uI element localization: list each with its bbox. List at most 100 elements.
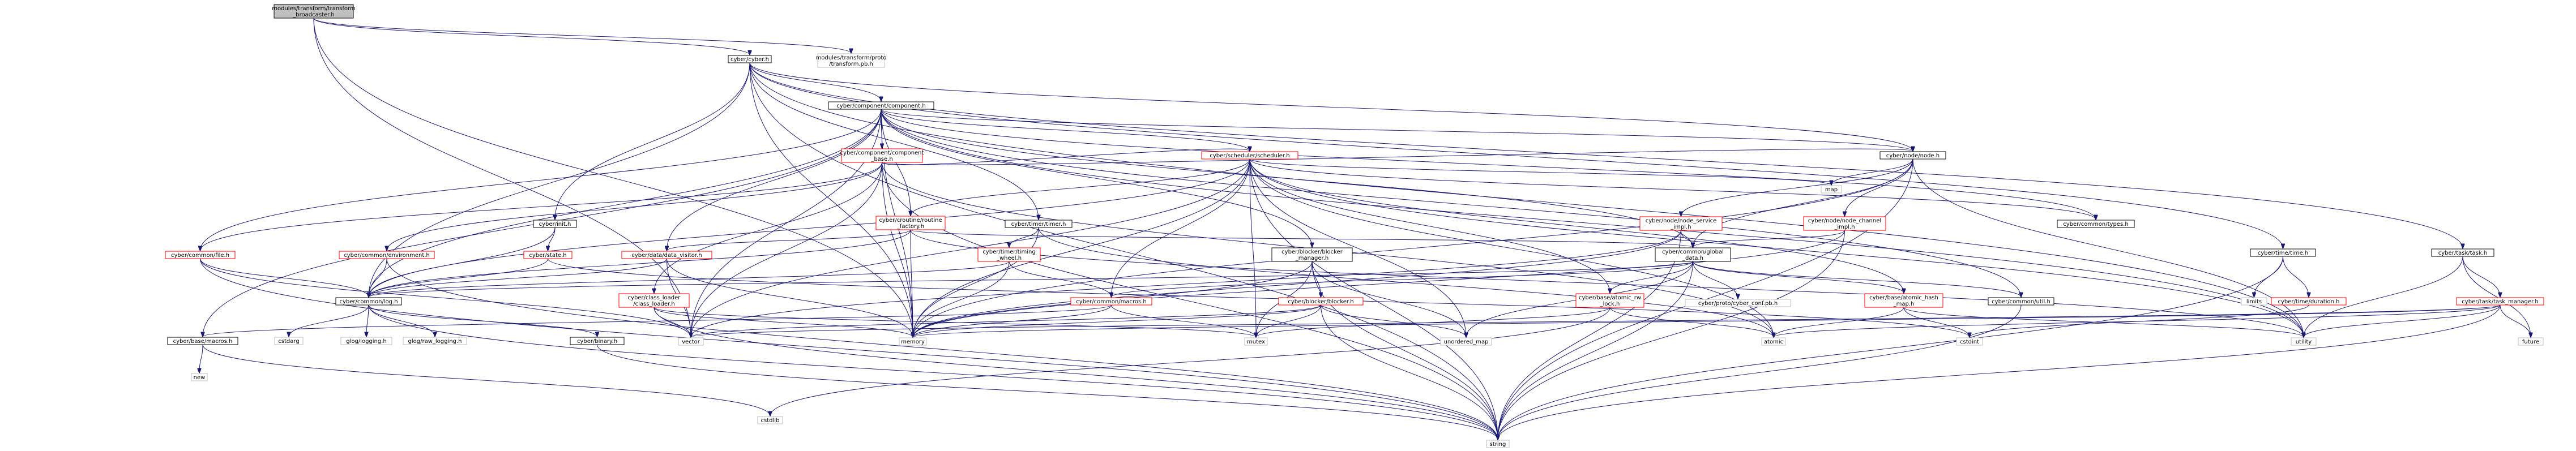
node-label: /transform.pb.h [829, 61, 873, 67]
node-label: _base.h [870, 156, 892, 162]
node-label: cyber/timer/timer.h [1011, 221, 1066, 227]
node-init_h[interactable]: cyber/init.h [533, 220, 577, 228]
node-duration_h[interactable]: cyber/time/duration.h [2271, 297, 2347, 306]
node-file_h[interactable]: cyber/common/file.h [165, 251, 236, 259]
edge-node_h-to-node_service_impl [1681, 158, 1913, 216]
node-label: future [2522, 339, 2539, 345]
edge-log_h-to-binary_h [368, 304, 597, 337]
node-blocker_manager[interactable]: cyber/blocker/blocker_manager.h [1271, 247, 1353, 262]
node-node_service_impl[interactable]: cyber/node/node_service_impl.h [1639, 216, 1723, 231]
node-scheduler_h[interactable]: cyber/scheduler/scheduler.h [1201, 151, 1298, 160]
node-box [1803, 216, 1886, 231]
node-label: cyber/blocker/blocker [1281, 249, 1343, 255]
node-types_h[interactable]: cyber/common/types.h [2057, 220, 2135, 228]
node-component_h[interactable]: cyber/component/component.h [828, 101, 934, 110]
edge-component_base-to-vector [691, 162, 882, 337]
edge-timer_h-to-timing_wheel [1009, 227, 1039, 247]
node-cyber_h[interactable]: cyber/cyber.h [728, 55, 772, 63]
node-log_h[interactable]: cyber/common/log.h [335, 297, 402, 306]
node-box [274, 337, 304, 345]
edge-task_manager-to-utility [2304, 304, 2501, 337]
edge-data_visitor-to-memory [667, 258, 913, 337]
node-global_data[interactable]: cyber/common/global_data.h [1655, 247, 1731, 262]
edge-cyber_h-to-timer_h [749, 62, 1039, 220]
node-glog_raw_logging: glog/raw_logging.h [403, 337, 467, 345]
node-label: map [1825, 187, 1838, 193]
edge-atomic_hash_map-to-cstdint [1903, 307, 1970, 337]
node-cstdlib: cstdlib [757, 416, 783, 424]
node-macros_h[interactable]: cyber/common/macros.h [1070, 297, 1152, 306]
node-box [533, 220, 577, 228]
edge-blocker_manager-to-string [1312, 261, 1498, 440]
node-atomic_rw_lock[interactable]: cyber/base/atomic_rw_lock.h [1575, 293, 1644, 308]
node-label: _data.h [1682, 255, 1703, 261]
node-label: cyber/task/task_manager.h [2462, 299, 2538, 305]
node-node_channel_impl[interactable]: cyber/node/node_channel_impl.h [1803, 216, 1886, 231]
node-label: cyber/node/node_channel [1808, 218, 1881, 224]
node-state_h[interactable]: cyber/state.h [523, 251, 573, 259]
node-atomic_hash_map[interactable]: cyber/base/atomic_hash_map.h [1864, 293, 1943, 308]
node-time_h[interactable]: cyber/time/time.h [2250, 248, 2316, 257]
node-label: cyber/base/macros.h [173, 338, 233, 345]
node-glog_logging: glog/logging.h [340, 337, 392, 345]
edge-log_h-to-string [368, 304, 1498, 440]
node-timing_wheel[interactable]: cyber/timer/timing_wheel.h [977, 247, 1041, 262]
edge-util_h-to-string [1498, 304, 2022, 440]
edge-cyber_h-to-string [749, 62, 1498, 440]
node-box [2057, 220, 2135, 228]
node-data_visitor[interactable]: cyber/data/data_visitor.h [621, 251, 712, 259]
node-environment_h[interactable]: cyber/common/environment.h [339, 251, 435, 259]
node-label: cyber/croutine/routine [879, 217, 942, 224]
edge-state_h-to-cstdint [548, 258, 1970, 337]
edge-blocker_h-to-string [1321, 304, 1498, 440]
edge-root-to-cyber_h [313, 18, 750, 55]
node-box [841, 148, 923, 163]
edge-global_data-to-conf_pb [1693, 261, 1738, 299]
node-routine_factory[interactable]: cyber/croutine/routine_factory.h [875, 216, 946, 230]
node-box [2250, 248, 2316, 257]
node-label: cyber/timer/timing [982, 249, 1035, 255]
node-task_h[interactable]: cyber/task/task.h [2431, 248, 2494, 257]
edge-init_h-to-state_h [548, 227, 556, 251]
edge-atomic_hash_map-to-utility [1903, 307, 2304, 337]
node-util_h[interactable]: cyber/common/util.h [1988, 297, 2054, 306]
edge-atomic_rw_lock-to-cstdlib [770, 307, 1610, 416]
node-box [191, 373, 208, 381]
edge-blocker_h-to-mutex [1256, 304, 1321, 337]
node-box [2518, 337, 2544, 346]
node-label: cstdlib [761, 418, 780, 424]
node-node_h[interactable]: cyber/node/node.h [1879, 151, 1946, 160]
node-base_macros[interactable]: cyber/base/macros.h [167, 337, 238, 345]
node-new: new [191, 373, 208, 381]
node-box [1821, 185, 1842, 194]
node-label: cyber/common/environment.h [344, 252, 430, 259]
edge-macros_h-to-base_macros [203, 304, 1112, 337]
edge-scheduler_h-to-utility [1249, 158, 2304, 337]
node-label: cyber/class_loader [628, 295, 681, 301]
node-label: atomic [1764, 339, 1783, 345]
edge-cyber_h-to-time_h [749, 62, 2283, 248]
edge-component_base-to-memory [882, 162, 913, 337]
edge-scheduler_h-to-atomic_rw_lock [1249, 158, 1610, 293]
node-box [875, 216, 946, 230]
node-component_base[interactable]: cyber/component/component_base.h [840, 148, 924, 163]
node-box [1440, 337, 1492, 346]
node-blocker_h[interactable]: cyber/blocker/blocker.h [1278, 297, 1364, 306]
edge-blocker_h-to-unordered_map [1321, 304, 1467, 337]
edge-base_macros-to-cstdlib [202, 344, 770, 416]
node-label: cyber/blocker/blocker.h [1288, 299, 1353, 305]
node-class_loader[interactable]: cyber/class_loader/class_loader.h [618, 293, 690, 308]
node-timer_h[interactable]: cyber/timer/timer.h [1005, 220, 1073, 228]
edge-root-to-memory [313, 18, 913, 337]
edge-class_loader-to-memory [653, 307, 913, 337]
edge-timer_h-to-memory [913, 227, 1039, 337]
edge-node_h-to-node_channel_impl [1845, 158, 1913, 216]
edge-scheduler_h-to-types_h [1249, 158, 2096, 220]
node-box [817, 53, 885, 68]
node-task_manager[interactable]: cyber/task/task_manager.h [2456, 297, 2544, 306]
edge-cyber_h-to-component_h [749, 62, 881, 101]
node-binary_h[interactable]: cyber/binary.h [570, 337, 625, 345]
node-label: _broadcaster.h [292, 12, 334, 18]
edge-routine_factory-to-global_data [910, 229, 1693, 247]
node-unordered_map: unordered_map [1440, 337, 1492, 346]
